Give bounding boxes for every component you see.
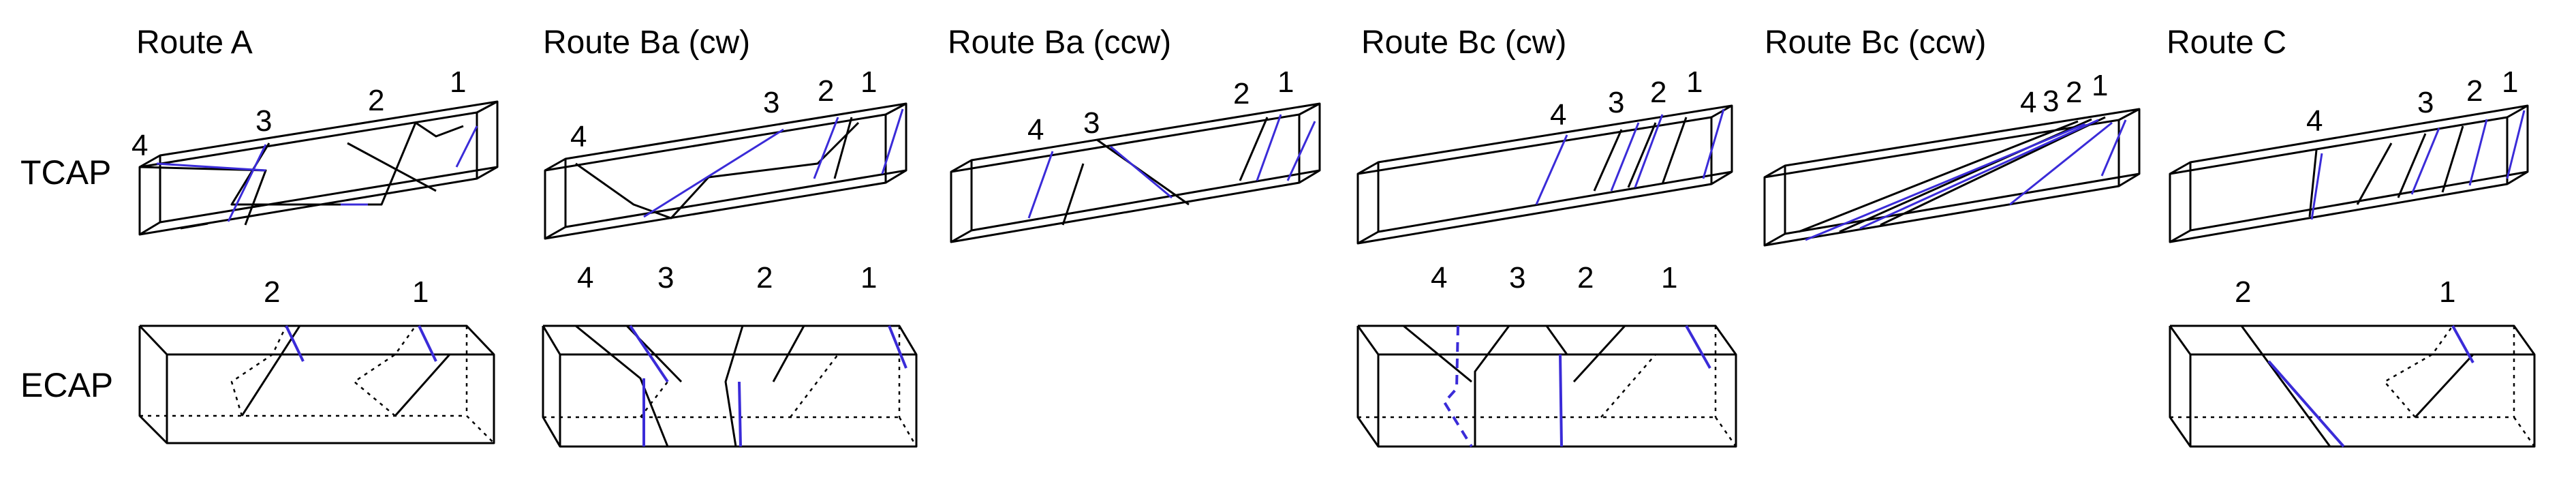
tcap-highlight-route-ba-cw xyxy=(643,108,904,218)
tcap-numbers: 4 3 2 1 4 3 2 1 4 3 2 1 4 3 2 1 4 3 2 1 … xyxy=(131,65,2518,162)
ecap-prism-route-c xyxy=(2169,324,2536,448)
tcap-num-bc-cw-2: 2 xyxy=(1650,76,1666,109)
ecap-num-c-1: 1 xyxy=(2439,275,2455,309)
tcap-num-ba-ccw-2: 2 xyxy=(1233,77,1250,110)
tcap-highlight-route-a xyxy=(156,125,478,222)
tcap-num-a-2: 2 xyxy=(368,84,384,117)
ecap-num-bc-cw-4: 4 xyxy=(1431,261,1447,294)
tcap-prism-route-c xyxy=(2169,104,2529,243)
ecap-num-a-2: 2 xyxy=(264,275,280,309)
tcap-num-ba-ccw-4: 4 xyxy=(1027,113,1044,147)
tcap-prism-route-ba-ccw xyxy=(950,102,1321,243)
route-title-bc-cw: Route Bc (cw) xyxy=(1361,25,1566,61)
ecap-prism-route-ba-cw xyxy=(542,324,918,448)
ecap-num-ba-cw-2: 2 xyxy=(756,261,773,294)
ecap-num-c-2: 2 xyxy=(2235,275,2251,309)
tcap-num-ba-ccw-1: 1 xyxy=(1277,65,1294,99)
tcap-num-bc-ccw-2: 2 xyxy=(2066,76,2082,109)
row-label-ecap: ECAP xyxy=(20,366,113,404)
ecap-prism-route-bc-cw xyxy=(1356,324,1737,448)
tcap-prism-route-ba-cw xyxy=(544,102,907,240)
tcap-num-a-3: 3 xyxy=(255,104,272,138)
row-label-tcap: TCAP xyxy=(20,153,111,192)
ecap-num-bc-cw-2: 2 xyxy=(1577,261,1594,294)
route-title-bc-ccw: Route Bc (ccw) xyxy=(1765,25,1986,61)
tcap-num-c-1: 1 xyxy=(2502,65,2518,99)
tcap-highlight-route-c xyxy=(2310,110,2526,220)
ecap-num-bc-cw-1: 1 xyxy=(1661,261,1677,294)
tcap-prism-route-bc-cw xyxy=(1356,104,1733,245)
tcap-num-ba-ccw-3: 3 xyxy=(1083,106,1100,140)
tcap-num-bc-cw-3: 3 xyxy=(1608,86,1624,119)
ecap-num-ba-cw-4: 4 xyxy=(577,261,593,294)
row-labels: TCAP ECAP xyxy=(20,153,113,404)
tcap-num-c-3: 3 xyxy=(2417,86,2434,119)
tcap-num-ba-cw-4: 4 xyxy=(570,120,587,153)
route-title-ba-ccw: Route Ba (ccw) xyxy=(948,25,1171,61)
ecap-num-bc-cw-3: 3 xyxy=(1509,261,1525,294)
tcap-prism-route-a xyxy=(138,100,499,236)
tcap-num-ba-cw-3: 3 xyxy=(763,86,779,119)
ecap-num-ba-cw-1: 1 xyxy=(860,261,877,294)
tcap-num-bc-ccw-1: 1 xyxy=(2092,69,2108,102)
ecap-prism-route-a xyxy=(138,324,495,444)
tcap-num-ba-cw-1: 1 xyxy=(860,65,877,99)
tcap-highlight-route-bc-ccw xyxy=(1805,119,2127,241)
tcap-highlight-route-bc-cw xyxy=(1535,108,1725,205)
tcap-prism-route-bc-ccw xyxy=(1763,108,2141,247)
tcap-num-bc-ccw-4: 4 xyxy=(2020,86,2036,119)
tcap-num-c-2: 2 xyxy=(2466,74,2483,108)
tcap-num-a-4: 4 xyxy=(131,129,148,162)
ecap-num-ba-cw-3: 3 xyxy=(657,261,674,294)
tcap-highlight-route-ba-ccw xyxy=(1027,114,1316,219)
tcap-num-ba-cw-2: 2 xyxy=(818,74,834,108)
tcap-num-a-1: 1 xyxy=(450,65,466,99)
route-title-a: Route A xyxy=(136,25,253,61)
ecap-num-a-1: 1 xyxy=(412,275,429,309)
route-titles: Route A Route Ba (cw) Route Ba (ccw) Rou… xyxy=(136,25,2286,61)
tcap-num-bc-ccw-3: 3 xyxy=(2043,85,2059,118)
route-title-ba-cw: Route Ba (cw) xyxy=(543,25,750,61)
tcap-num-bc-cw-4: 4 xyxy=(1550,98,1566,132)
tcap-num-bc-cw-1: 1 xyxy=(1686,65,1703,99)
ecap-numbers: 2 1 4 3 2 1 4 3 2 1 2 1 xyxy=(264,261,2455,309)
route-title-c: Route C xyxy=(2167,25,2286,61)
tcap-num-c-4: 4 xyxy=(2306,104,2323,138)
